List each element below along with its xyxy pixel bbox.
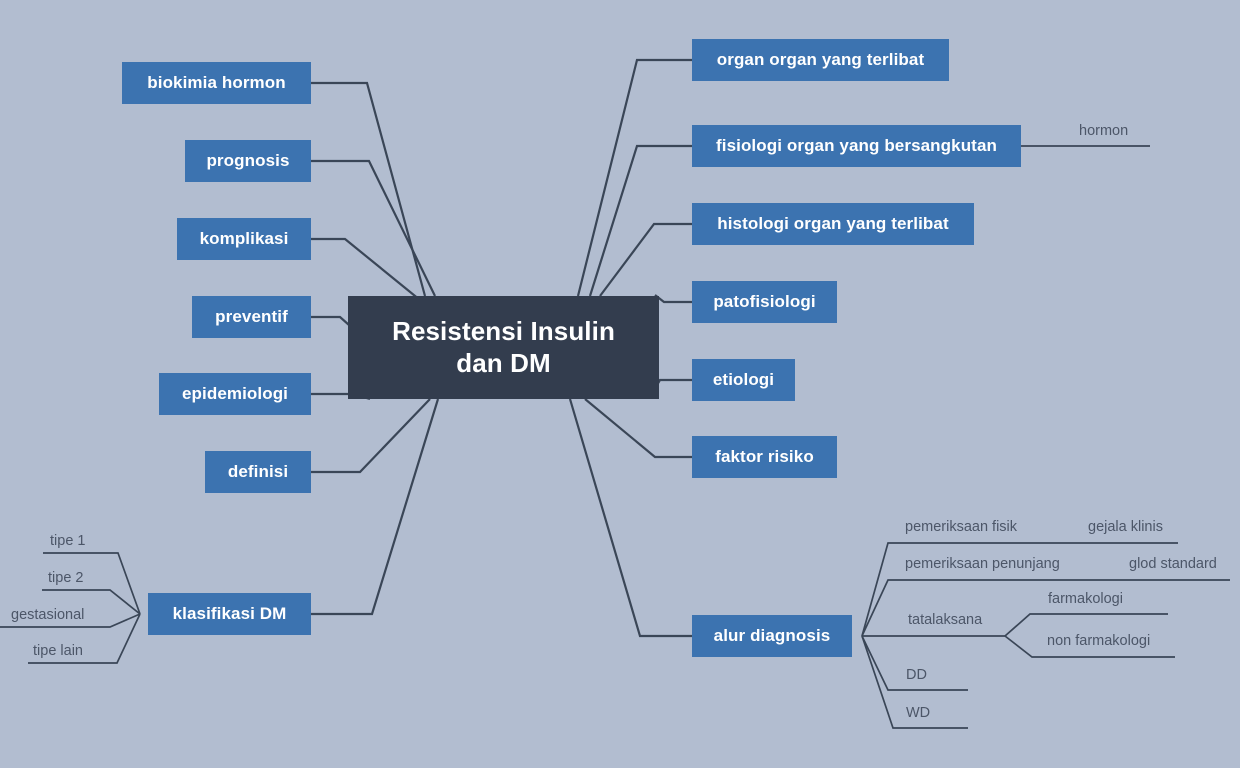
branch-prognosis[interactable]: prognosis [185, 140, 311, 182]
branch-fisiologi-organ[interactable]: fisiologi organ yang bersangkutan [692, 125, 1021, 167]
leaf-label-text: farmakologi [1048, 591, 1123, 607]
branch-label: histologi organ yang terlibat [717, 214, 949, 233]
branch-label: epidemiologi [181, 384, 289, 403]
leaf-non-farmakologi[interactable]: non farmakologi [1047, 633, 1150, 649]
branch-faktor-risiko[interactable]: faktor risiko [692, 436, 837, 478]
branch-label: preventif [215, 307, 288, 326]
branch-label: organ organ yang terlibat [716, 50, 925, 69]
edge-histologi [599, 222, 692, 297]
leaf-label-text: tipe 1 [50, 533, 86, 549]
edge-organ-organ [576, 58, 692, 297]
leaf-tatalaksana[interactable]: tatalaksana [908, 612, 982, 628]
branch-label: patofisiologi [713, 292, 816, 311]
leaf-pemeriksaan-fisik[interactable]: pemeriksaan fisik [905, 519, 1017, 535]
branch-alur-diagnosis[interactable]: alur diagnosis [692, 615, 852, 657]
branch-biokimia-hormon[interactable]: biokimia hormon [122, 62, 311, 104]
branch-etiologi[interactable]: etiologi [692, 359, 795, 401]
leaf-tipe-lain[interactable]: tipe lain [33, 643, 83, 659]
leaf-label-text: glod standard [1129, 556, 1217, 572]
leaf-glod-standard[interactable]: glod standard [1129, 556, 1217, 572]
branch-label: fisiologi organ yang bersangkutan [715, 136, 997, 155]
edge-klasifikasi-dm [311, 398, 440, 616]
edge-faktor-risiko [584, 398, 692, 459]
edge-definisi [311, 398, 431, 474]
leaf-label-text: hormon [1079, 123, 1129, 139]
edge-biokimia-hormon [310, 81, 427, 297]
leaf-label-text: tipe 2 [48, 570, 84, 586]
leaf-label-text: DD [906, 667, 927, 683]
branch-klasifikasi-dm[interactable]: klasifikasi DM [148, 593, 311, 635]
leaf-hormon[interactable]: hormon [1079, 123, 1128, 139]
leaf-label-text: tipe lain [33, 643, 83, 659]
edge-fisiologi [588, 144, 692, 297]
leaf-farmakologi[interactable]: farmakologi [1048, 591, 1123, 607]
root-title-line1: Resistensi Insulin [392, 315, 615, 346]
leaf-label-text: gestasional [11, 607, 85, 623]
root-node[interactable]: Resistensi Insulin dan DM [348, 296, 659, 399]
leaf-label-text: pemeriksaan penunjang [905, 556, 1060, 572]
leaf-wd[interactable]: WD [906, 705, 930, 721]
leaf-label-text: non farmakologi [1047, 633, 1151, 649]
branch-preventif[interactable]: preventif [192, 296, 311, 338]
branch-label: definisi [227, 462, 289, 481]
leaf-label-text: tatalaksana [908, 612, 983, 628]
leaf-gejala-klinis[interactable]: gejala klinis [1088, 519, 1163, 535]
leaf-dd[interactable]: DD [906, 667, 927, 683]
leaf-label-text: pemeriksaan fisik [905, 519, 1018, 535]
edge-preventif [311, 315, 350, 326]
branch-epidemiologi[interactable]: epidemiologi [159, 373, 311, 415]
branch-histologi-organ[interactable]: histologi organ yang terlibat [692, 203, 974, 245]
leaf-label-text: WD [906, 705, 931, 721]
leaf-label-text: gejala klinis [1088, 519, 1163, 535]
branch-patofisiologi[interactable]: patofisiologi [692, 281, 837, 323]
edge-alur-diagnosis [568, 398, 692, 638]
branch-label: biokimia hormon [147, 73, 286, 92]
edge-patofisiologi [654, 294, 692, 304]
branch-label: faktor risiko [715, 447, 814, 466]
leaf-tipe-2[interactable]: tipe 2 [48, 570, 83, 586]
branch-label: alur diagnosis [713, 626, 831, 645]
branch-organ-organ-yang-terlibat[interactable]: organ organ yang terlibat [692, 39, 949, 81]
edge-komplikasi [311, 237, 421, 301]
branch-definisi[interactable]: definisi [205, 451, 311, 493]
leaf-gestasional[interactable]: gestasional [11, 607, 84, 623]
root-title-line2: dan DM [456, 347, 551, 378]
leaf-pemeriksaan-penunjang[interactable]: pemeriksaan penunjang [905, 556, 1060, 572]
edge-prognosis [311, 159, 436, 297]
branch-komplikasi[interactable]: komplikasi [177, 218, 311, 260]
leaf-tipe-1[interactable]: tipe 1 [50, 533, 85, 549]
branch-label: klasifikasi DM [172, 604, 287, 623]
branch-label: komplikasi [199, 229, 289, 248]
branch-label: prognosis [206, 151, 290, 170]
branch-label: etiologi [712, 370, 775, 389]
